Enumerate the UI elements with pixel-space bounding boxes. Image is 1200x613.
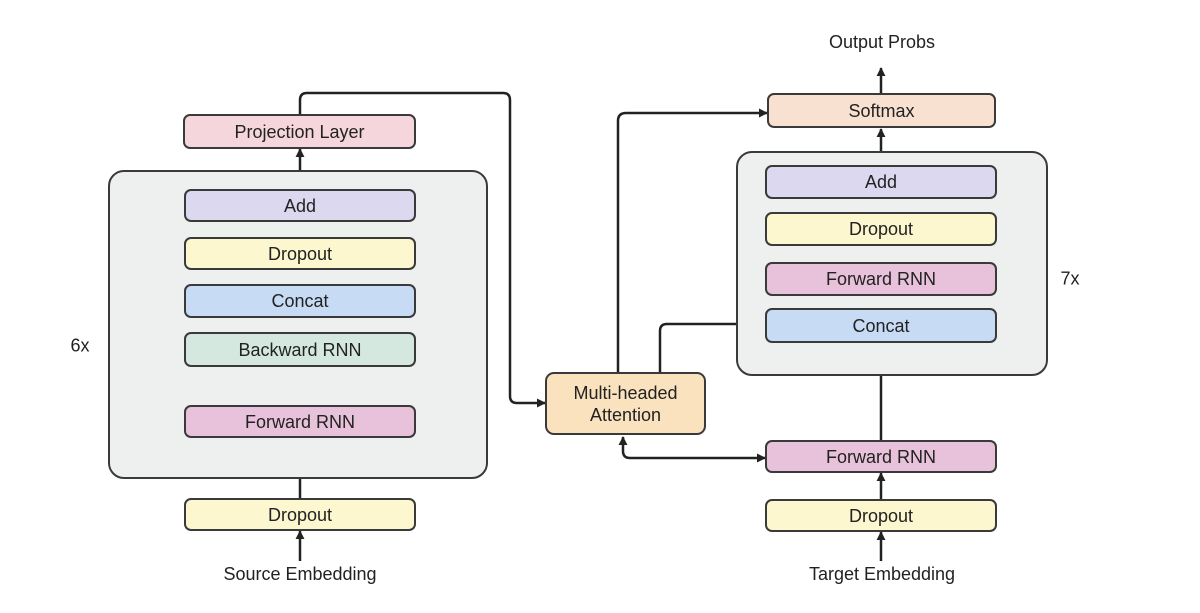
- encoder-concat: Concat: [184, 284, 416, 318]
- arrow-attention-to-concat: [658, 319, 766, 372]
- source-embedding-label: Source Embedding: [223, 564, 377, 584]
- attention-label-line1: Multi-headed: [573, 382, 678, 403]
- decoder-forward-rnn-inner: Forward RNN: [765, 262, 997, 296]
- decoder-softmax: Softmax: [767, 93, 996, 128]
- decoder-repeat-label: 7x: [1060, 268, 1080, 289]
- attention-label-line2: Attention: [589, 404, 662, 425]
- encoder-backward-rnn: Backward RNN: [184, 332, 416, 367]
- encoder-dropout: Dropout: [184, 498, 416, 531]
- arrow-attention-forward-rnn-bidirectional: [618, 436, 766, 463]
- decoder-concat: Concat: [765, 308, 997, 343]
- decoder-forward-rnn: Forward RNN: [765, 440, 997, 473]
- multi-headed-attention: Multi-headed Attention: [545, 372, 706, 435]
- encoder-projection-layer: Projection Layer: [183, 114, 416, 149]
- decoder-add: Add: [765, 165, 997, 199]
- encoder-repeat-label: 6x: [70, 335, 90, 356]
- decoder-dropout: Dropout: [765, 499, 997, 532]
- encoder-dropout-inner: Dropout: [184, 237, 416, 270]
- output-probs-label: Output Probs: [828, 32, 936, 52]
- arrow-projection-to-attention: [298, 91, 546, 408]
- arrow-attention-to-softmax: [616, 108, 768, 372]
- encoder-forward-rnn: Forward RNN: [184, 405, 416, 438]
- target-embedding-label: Target Embedding: [808, 564, 956, 584]
- encoder-add: Add: [184, 189, 416, 222]
- decoder-dropout-inner: Dropout: [765, 212, 997, 246]
